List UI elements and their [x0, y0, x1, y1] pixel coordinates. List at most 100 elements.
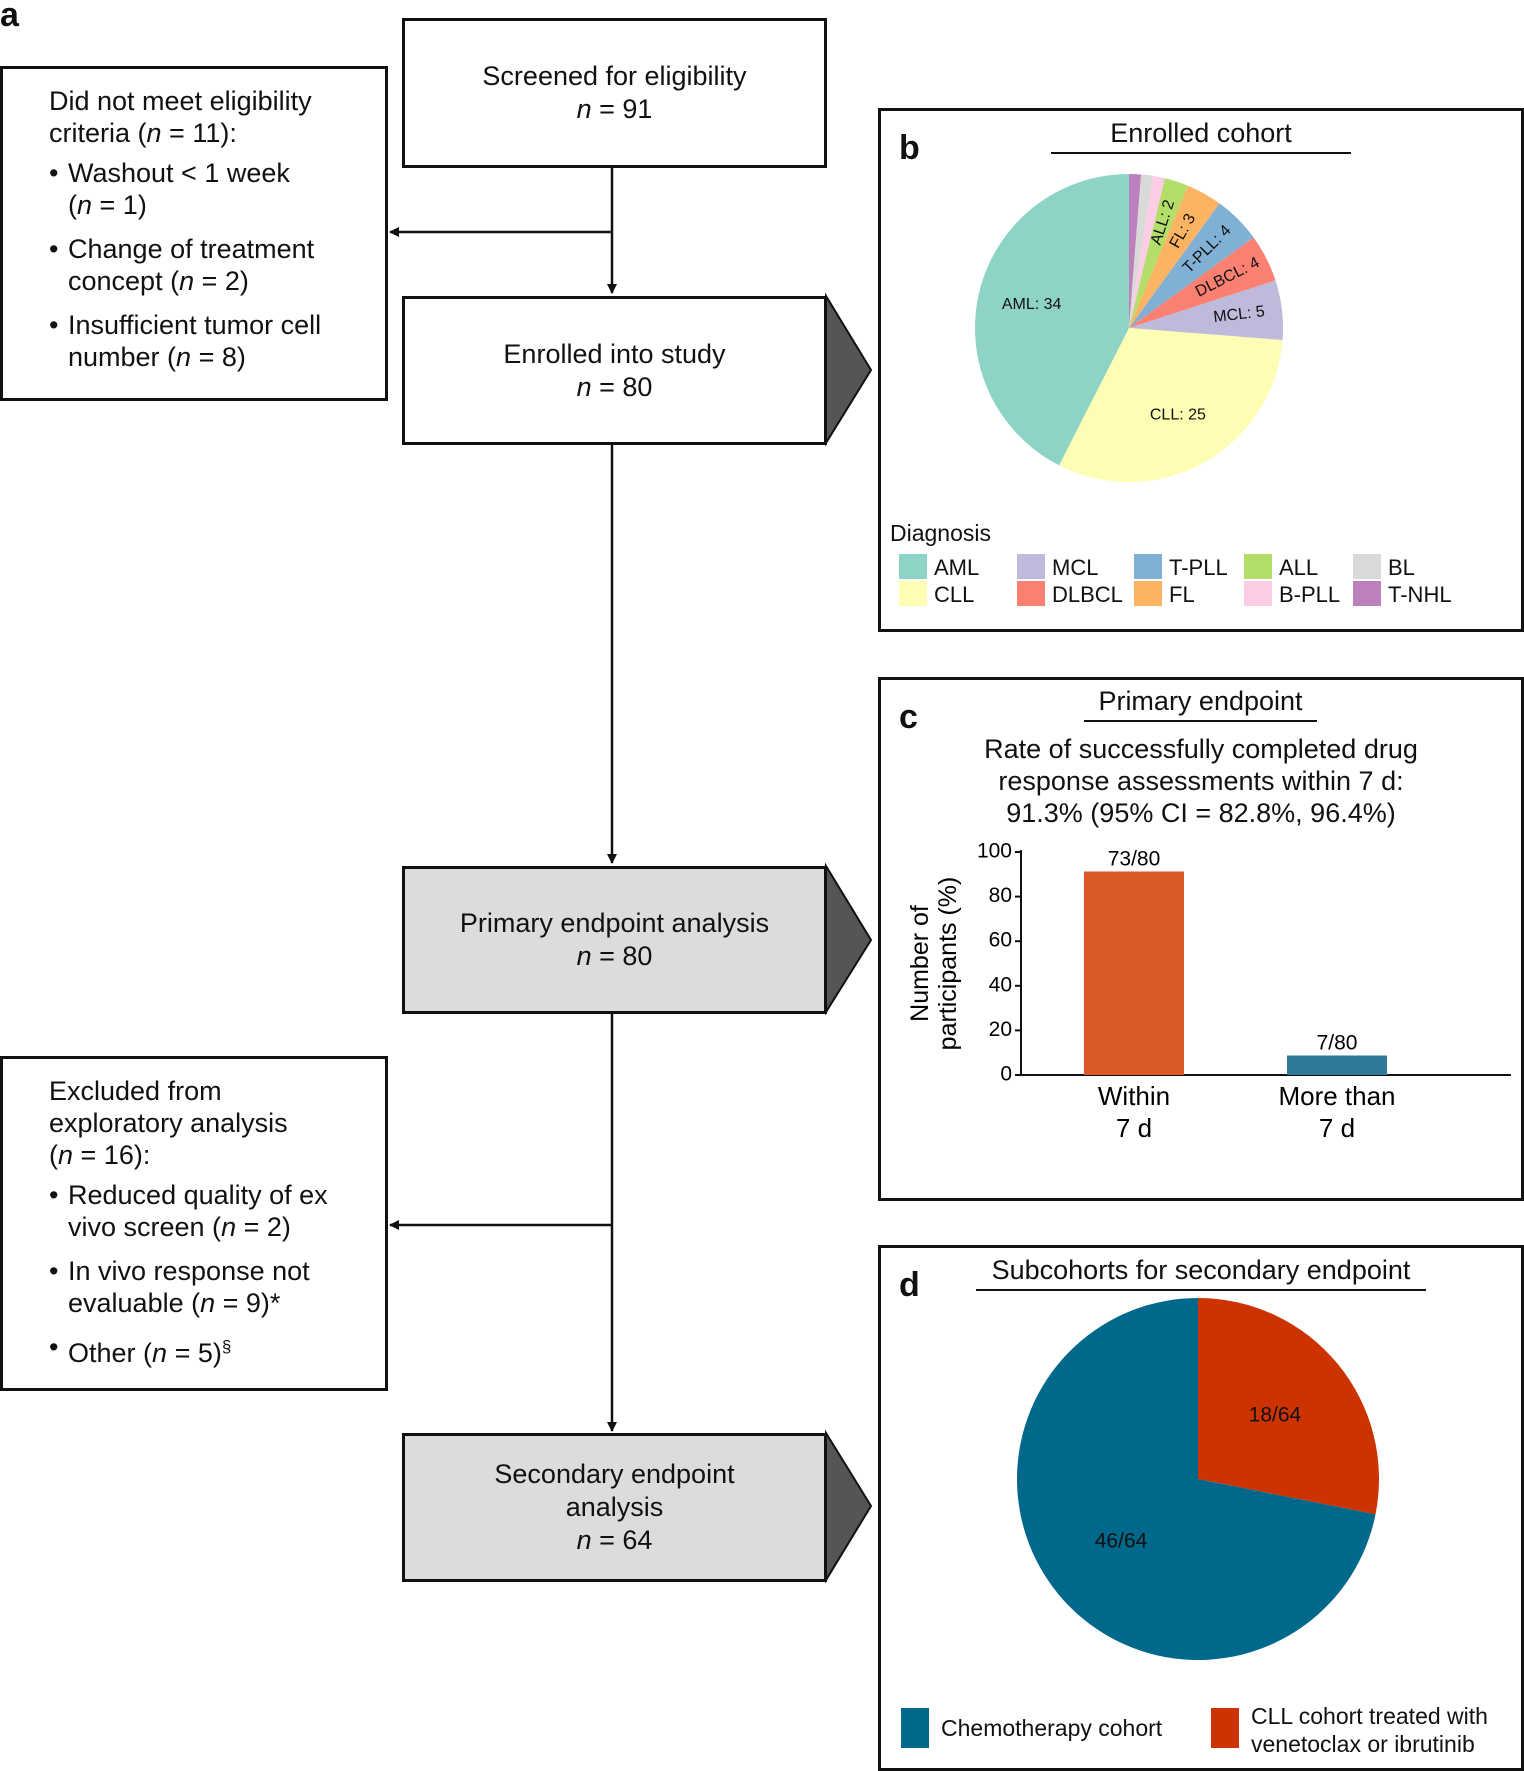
panel-c-letter: c: [899, 698, 918, 736]
pie-slice-dlbcl: [1129, 237, 1276, 328]
secondary-analysis-label-2: analysis: [565, 1492, 664, 1522]
legend-label-mcl: MCL: [1052, 555, 1099, 580]
bar-data-label: 73/80: [1108, 848, 1161, 871]
screened-label: Screened for eligibility: [482, 61, 747, 91]
panel-d-letter: d: [899, 1266, 920, 1304]
legend-label-aml: AML: [934, 555, 980, 580]
secondary-analysis-label-1: Secondary endpoint: [494, 1459, 735, 1489]
pointer-to-panel-b: [825, 292, 873, 447]
primary-analysis-label: Primary endpoint analysis: [459, 908, 770, 938]
pie-slice-fl: [1129, 185, 1220, 328]
pie-label-mcl: MCL: 5: [1212, 303, 1265, 326]
pie-slice-t-nhl: [1129, 174, 1142, 328]
y-axis-label: Number ofparticipants (%): [906, 877, 962, 1051]
y-tick-label: 0: [1000, 1063, 1012, 1086]
enrolled-count: n = 80: [576, 371, 653, 402]
legend-swatch-cll-cohort: [1211, 1708, 1239, 1748]
bar-within-7-d: [1084, 871, 1184, 1075]
x-category-label: More than: [1278, 1081, 1395, 1111]
legend-label-cll: CLL: [934, 582, 975, 607]
pie-label-cll: CLL: 25: [1150, 407, 1206, 424]
legend-swatch-bl: [1353, 554, 1381, 579]
x-category-label: Within: [1098, 1081, 1170, 1111]
panel-a-letter: a: [0, 0, 19, 34]
panel-d-box: d Subcohorts for secondary endpoint 18/6…: [878, 1245, 1524, 1771]
panel-d-title: Subcohorts for secondary endpoint: [976, 1254, 1426, 1291]
legend-label-cll-cohort: CLL cohort treated with venetoclax or ib…: [1251, 1703, 1488, 1757]
enrolled-label: Enrolled into study: [503, 338, 726, 369]
secondary-analysis-count: n = 64: [576, 1525, 653, 1555]
not-eligible-list: Washout < 1 week(n = 1) Change of treatm…: [49, 157, 385, 373]
panel-c-description: Rate of successfully completed drug resp…: [881, 733, 1521, 829]
legend-swatch-aml: [899, 554, 927, 579]
y-tick-label: 40: [989, 973, 1012, 996]
pie-slice-b-pll: [1129, 175, 1165, 328]
not-eligible-heading-2: criteria (n = 11):: [49, 118, 237, 148]
list-item: Other (n = 5)§: [49, 1331, 385, 1369]
pie-slice-aml: [974, 174, 1129, 466]
excluded-heading-2: exploratory analysis: [49, 1108, 288, 1138]
primary-analysis-box: Primary endpoint analysis n = 80: [402, 866, 827, 1014]
legend-label-t-nhl: T-NHL: [1388, 582, 1452, 607]
legend-swatch-t-pll: [1134, 554, 1162, 579]
legend-label-all: ALL: [1279, 555, 1319, 580]
excluded-box: Excluded from exploratory analysis (n = …: [0, 1056, 388, 1391]
y-tick-label: 60: [989, 929, 1012, 952]
legend-swatch-dlbcl: [1017, 581, 1045, 606]
legend-swatch-all: [1244, 554, 1272, 579]
x-category-label: 7 d: [1116, 1113, 1152, 1143]
not-eligible-heading-1: Did not meet eligibility: [49, 86, 312, 116]
description-line-3: 91.3% (95% CI = 82.8%, 96.4%): [1006, 798, 1396, 828]
legend-swatch-mcl: [1017, 554, 1045, 579]
bar-data-label: 7/80: [1317, 1031, 1358, 1054]
panel-b-title: Enrolled cohort: [1051, 117, 1351, 154]
enrolled-box: Enrolled into study n = 80: [402, 296, 827, 445]
panel-b-letter: b: [899, 129, 920, 167]
screened-box: Screened for eligibility n = 91: [402, 18, 827, 168]
pie-slice-t-pll: [1129, 203, 1254, 328]
y-tick-label: 20: [989, 1018, 1012, 1041]
pie-label-aml: AML: 34: [1002, 296, 1062, 313]
pie-label-chemotherapy-cohort: 46/64: [1095, 1530, 1148, 1553]
pointer-to-panel-c: [825, 862, 873, 1016]
legend-label-b-pll: B-PLL: [1279, 582, 1341, 607]
list-item: Washout < 1 week(n = 1): [49, 157, 385, 221]
x-category-label: 7 d: [1319, 1113, 1355, 1143]
diagnosis-legend-title: Diagnosis: [890, 520, 991, 546]
legend-label-chemotherapy: Chemotherapy cohort: [941, 1715, 1163, 1741]
primary-analysis-count: n = 80: [576, 941, 653, 971]
screened-count: n = 91: [576, 94, 653, 124]
subcohorts-pie: 18/64 46/64: [1017, 1298, 1379, 1660]
legend-label-dlbcl: DLBCL: [1052, 582, 1123, 607]
legend-swatch-fl: [1134, 581, 1162, 606]
pie-label-cll-cohort-treated-with-venetoclax-or-ibrutinib: 18/64: [1249, 1403, 1302, 1426]
legend-swatch-b-pll: [1244, 581, 1272, 606]
legend-label-fl: FL: [1169, 582, 1195, 607]
y-tick-label: 100: [977, 840, 1012, 863]
excluded-heading-3: (n = 16):: [49, 1140, 151, 1170]
panel-c-box: c Primary endpoint Rate of successfully …: [878, 677, 1524, 1201]
secondary-analysis-box: Secondary endpoint analysis n = 64: [402, 1433, 827, 1582]
excluded-heading-1: Excluded from: [49, 1076, 222, 1106]
legend-swatch-t-nhl: [1353, 581, 1381, 606]
panel-c-title: Primary endpoint: [1084, 685, 1317, 722]
pie-slice-all: [1129, 178, 1188, 328]
not-eligible-box: Did not meet eligibility criteria (n = 1…: [0, 66, 388, 401]
pie-slice-cll-cohort-treated-with-venetoclax-or-ibrutinib: [1198, 1298, 1379, 1515]
legend-swatch-cll: [899, 581, 927, 606]
pie-slice-chemotherapy-cohort: [1017, 1298, 1376, 1660]
legend-label-t-pll: T-PLL: [1169, 555, 1228, 580]
pie-slice-bl: [1129, 174, 1154, 328]
y-tick-label: 80: [989, 884, 1012, 907]
pie-slice-cll: [1059, 328, 1283, 482]
bar-more-than-7-d: [1287, 1055, 1387, 1075]
pointer-to-panel-d: [825, 1429, 873, 1584]
